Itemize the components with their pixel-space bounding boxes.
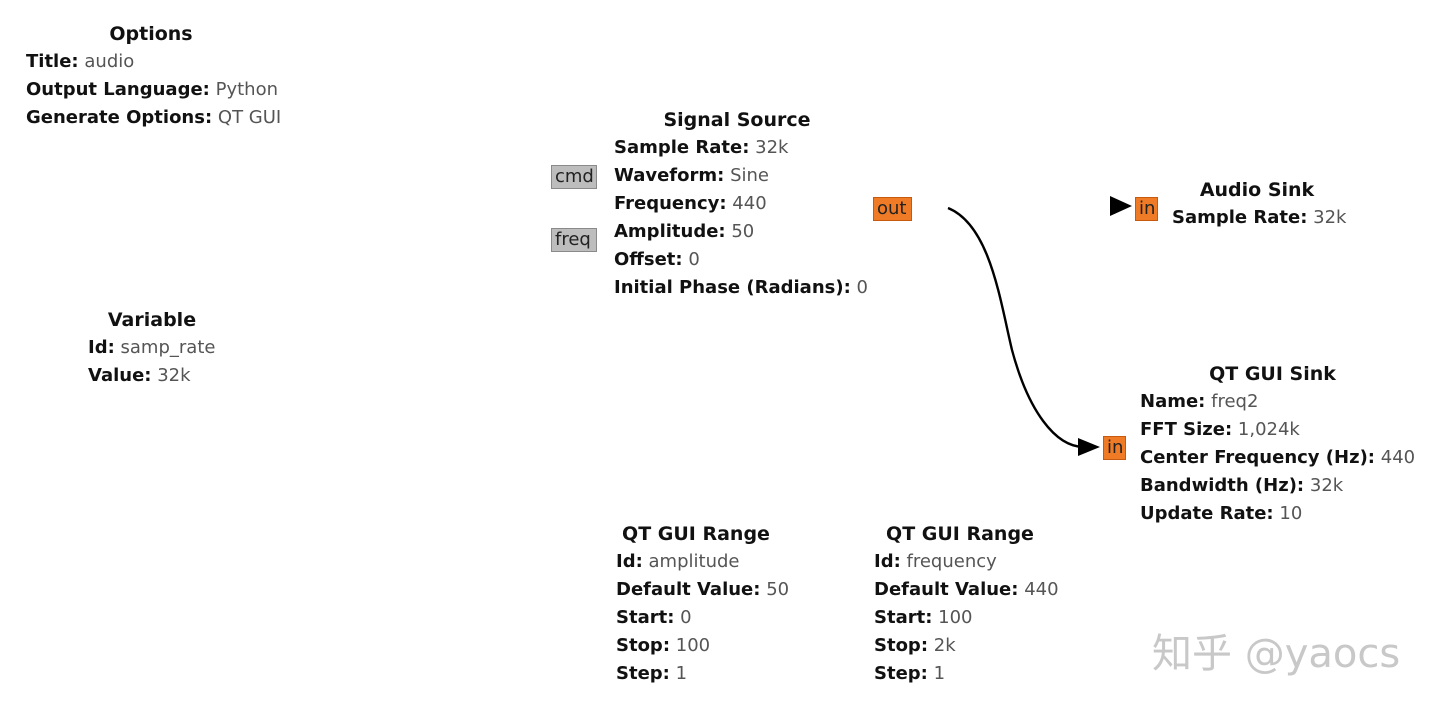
signal-source-prop-offset: Offset: 0 (614, 249, 700, 270)
signal-source-prop-amplitude: Amplitude: 50 (614, 221, 755, 242)
qt-gui-sink-title: QT GUI Sink (1209, 363, 1336, 385)
qt-gui-sink-arrow-icon (1078, 438, 1100, 456)
qt-gui-sink-block[interactable]: QT GUI Sink Name: freq2 FFT Size: 1,024k… (1140, 360, 1415, 528)
range-amplitude-prop-start: Start: 0 (616, 607, 692, 628)
audio-sink-in-port[interactable]: in (1135, 197, 1158, 221)
signal-source-out-port[interactable]: out (873, 197, 912, 221)
signal-source-prop-sample-rate: Sample Rate: 32k (614, 137, 789, 158)
variable-title: Variable (107, 309, 197, 331)
range-frequency-prop-stop: Stop: 2k (874, 635, 956, 656)
range-frequency-prop-id: Id: frequency (874, 551, 997, 572)
range-amplitude-title: QT GUI Range (622, 523, 770, 545)
range-frequency-title: QT GUI Range (886, 523, 1034, 545)
range-amplitude-block[interactable]: QT GUI Range Id: amplitude Default Value… (616, 520, 789, 688)
signal-source-freq-port[interactable]: freq (551, 228, 597, 252)
qt-gui-sink-prop-update-rate: Update Rate: 10 (1140, 503, 1303, 524)
audio-sink-block[interactable]: Audio Sink Sample Rate: 32k (1172, 176, 1346, 232)
range-frequency-block[interactable]: QT GUI Range Id: frequency Default Value… (874, 520, 1059, 688)
range-amplitude-prop-stop: Stop: 100 (616, 635, 711, 656)
options-prop-output-language: Output Language: Python (26, 79, 278, 100)
audio-sink-prop-sample-rate: Sample Rate: 32k (1172, 207, 1347, 228)
range-frequency-prop-start: Start: 100 (874, 607, 973, 628)
signal-source-title: Signal Source (663, 109, 811, 131)
watermark: 知乎 @yaocs (1152, 631, 1401, 677)
options-prop-generate-options: Generate Options: QT GUI (26, 107, 282, 128)
signal-source-prop-initial-phase: Initial Phase (Radians): 0 (614, 277, 868, 298)
audio-sink-arrow-icon (1110, 196, 1132, 216)
qt-gui-sink-prop-bandwidth: Bandwidth (Hz): 32k (1140, 475, 1344, 496)
range-amplitude-prop-step: Step: 1 (616, 663, 688, 684)
range-frequency-prop-default: Default Value: 440 (874, 579, 1059, 600)
signal-source-cmd-port[interactable]: cmd (551, 165, 597, 189)
options-block[interactable]: Options Title: audio Output Language: Py… (26, 20, 281, 132)
variable-block[interactable]: Variable Id: samp_rate Value: 32k (88, 306, 216, 390)
audio-sink-title: Audio Sink (1199, 179, 1315, 201)
signal-source-prop-waveform: Waveform: Sine (614, 165, 769, 186)
options-prop-title: Title: audio (26, 51, 135, 72)
range-amplitude-prop-default: Default Value: 50 (616, 579, 790, 600)
signal-source-block[interactable]: Signal Source Sample Rate: 32k Waveform:… (614, 106, 868, 302)
variable-prop-id: Id: samp_rate (88, 337, 216, 358)
qt-gui-sink-in-port[interactable]: in (1103, 436, 1126, 460)
range-frequency-prop-step: Step: 1 (874, 663, 946, 684)
signal-source-prop-frequency: Frequency: 440 (614, 193, 767, 214)
variable-prop-value: Value: 32k (88, 365, 191, 386)
connection-out-to-qt-gui-sink[interactable] (947, 206, 1085, 449)
qt-gui-sink-prop-name: Name: freq2 (1140, 391, 1259, 412)
options-title: Options (109, 23, 193, 45)
qt-gui-sink-prop-center-frequency: Center Frequency (Hz): 440 (1140, 447, 1416, 468)
qt-gui-sink-prop-fft-size: FFT Size: 1,024k (1140, 419, 1300, 440)
range-amplitude-prop-id: Id: amplitude (616, 551, 740, 572)
